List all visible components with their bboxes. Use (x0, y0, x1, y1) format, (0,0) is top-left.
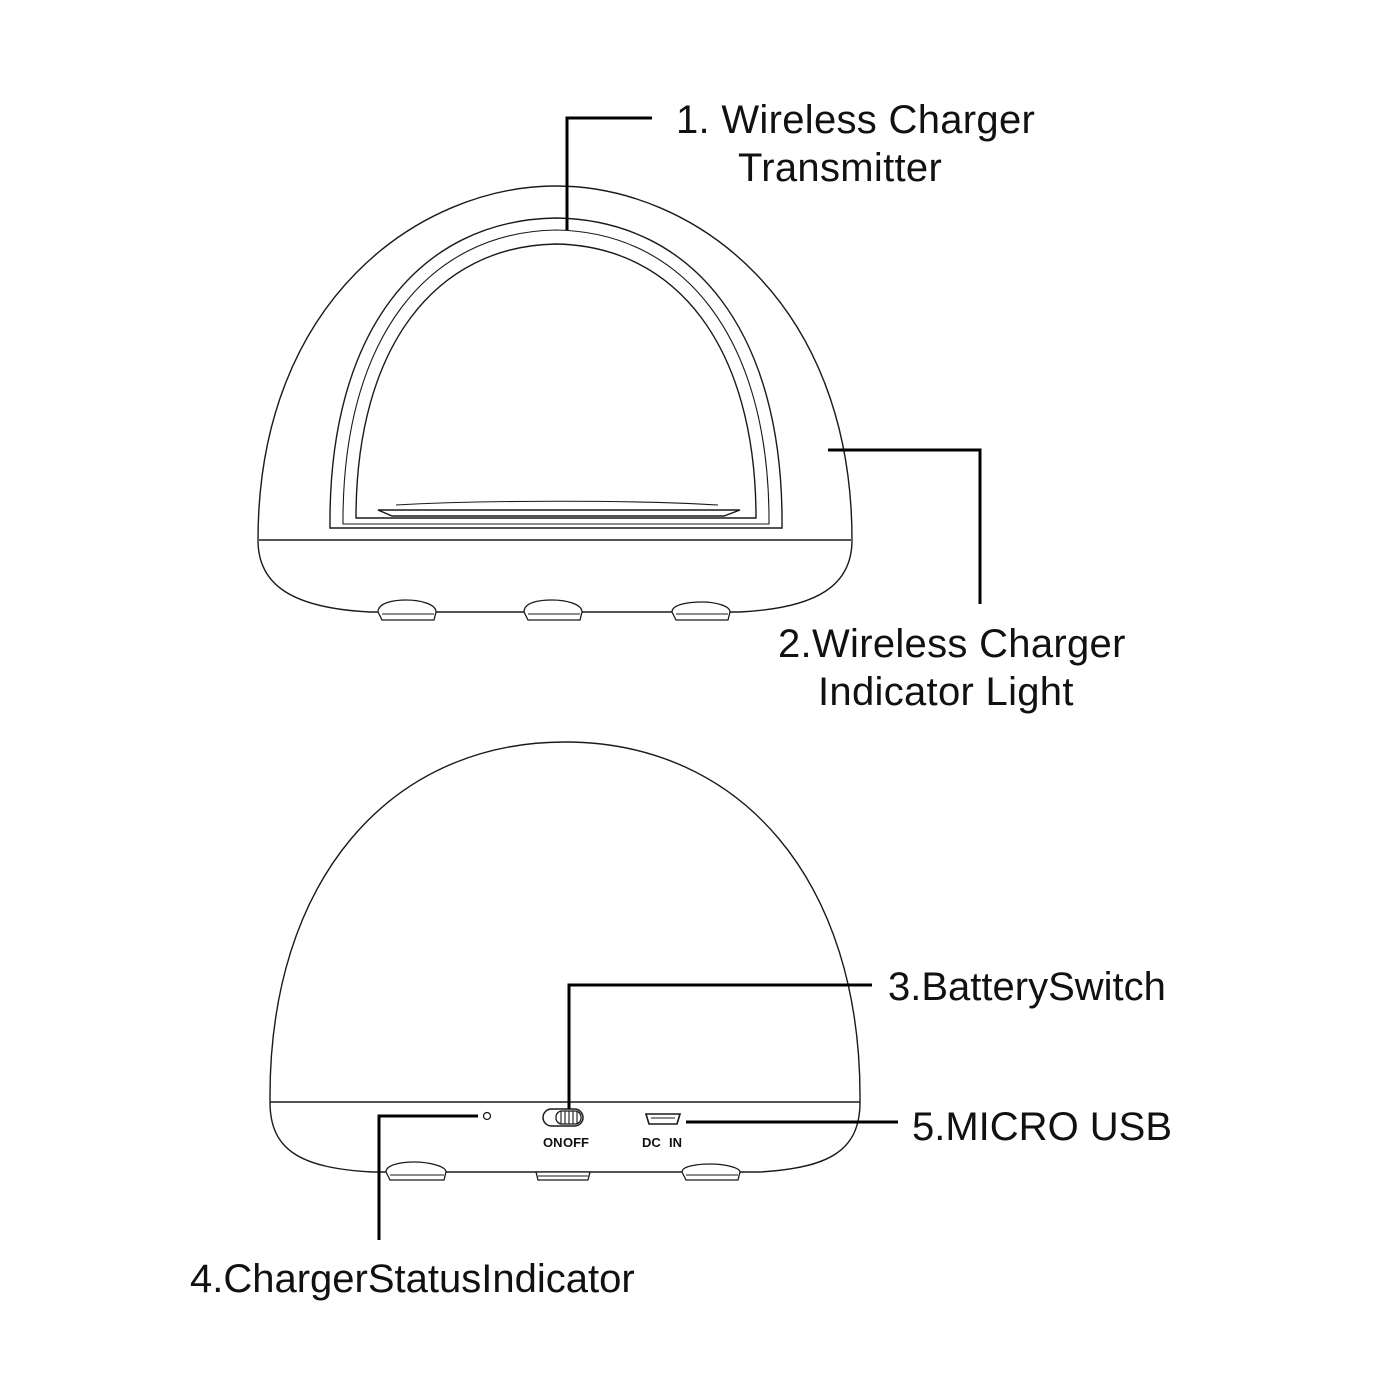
leader-line-battery-switch (567, 983, 872, 1109)
port-label-dc: DC (642, 1135, 661, 1150)
port-label-in: IN (669, 1135, 682, 1150)
front-foot-right (671, 601, 731, 621)
micro-usb-port: DC IN (642, 1113, 682, 1150)
phone-rest-ledge (377, 509, 741, 517)
callout-indicator-light-line2: Indicator Light (818, 670, 1074, 714)
battery-switch: ON OFF (542, 1108, 589, 1150)
switch-label-on: ON (543, 1135, 563, 1150)
callout-micro-usb: 5.MICRO USB (912, 1105, 1172, 1149)
front-view-device (257, 185, 853, 621)
transmitter-window-inner (355, 243, 757, 519)
front-foot-left (377, 599, 437, 621)
transmitter-rim-middle (342, 229, 770, 525)
back-foot-right (681, 1163, 741, 1181)
phone-rest-ledge-line (395, 500, 719, 506)
back-foot-left (385, 1161, 447, 1181)
status-indicator-dot (482, 1111, 492, 1121)
callout-battery-switch: 3.BatterySwitch (888, 965, 1166, 1009)
leader-line-indicator-light (828, 448, 982, 604)
front-dome-outline (257, 185, 853, 613)
leader-line-status-indicator (377, 1114, 478, 1240)
battery-switch-grip (560, 1111, 578, 1124)
switch-label-off: OFF (563, 1135, 589, 1150)
front-foot-center (523, 599, 583, 621)
callout-transmitter-line2: Transmitter (738, 146, 942, 190)
micro-usb-socket (644, 1113, 682, 1125)
callout-transmitter-line1: 1. Wireless Charger (676, 98, 1035, 142)
callout-indicator-light-line1: 2.Wireless Charger (778, 622, 1126, 666)
callout-status-indicator: 4.ChargerStatusIndicator (190, 1257, 635, 1301)
transmitter-rim-outer (329, 217, 783, 529)
back-dome-outline (269, 741, 861, 1173)
back-view-device: ON OFF DC IN (269, 741, 861, 1181)
leader-line-transmitter (565, 116, 652, 230)
